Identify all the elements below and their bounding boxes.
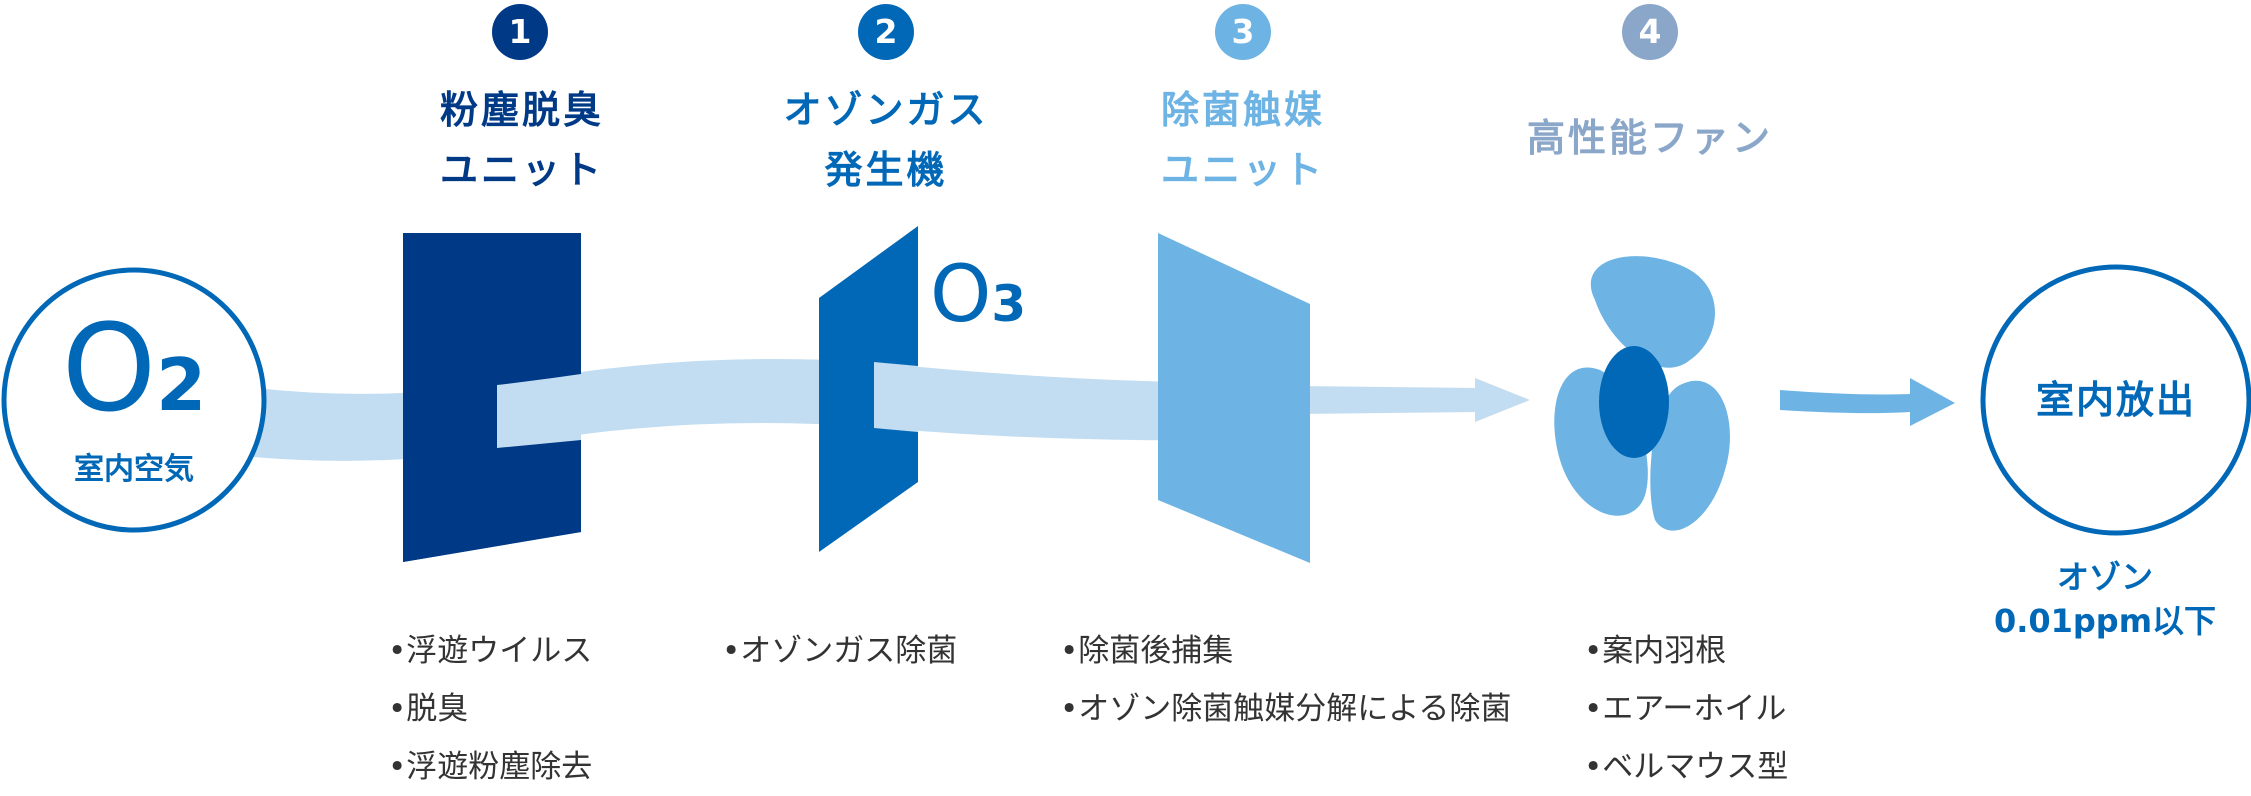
list-item: •案内羽根 bbox=[1584, 633, 1727, 669]
ozone-formula-subscript: 3 bbox=[991, 275, 1027, 333]
list-item: •オゾン除菌触媒分解による除菌 bbox=[1060, 691, 1512, 727]
list-item: •エアーホイル bbox=[1584, 691, 1787, 727]
list-item: •脱臭 bbox=[388, 691, 469, 727]
input-circle bbox=[1, 267, 267, 533]
input-formula-symbol: O bbox=[61, 300, 157, 439]
fan-icon bbox=[1554, 256, 1730, 531]
list-item: •オゾンガス除菌 bbox=[722, 633, 958, 669]
output-circle bbox=[1980, 264, 2251, 536]
step-2-features: •オゾンガス除菌 bbox=[722, 622, 957, 680]
output-note-line1: オゾン bbox=[2056, 558, 2153, 596]
step-1-title-line1: 粉塵脱臭 bbox=[439, 88, 604, 132]
step-3-title-line1: 除菌触媒 bbox=[1160, 88, 1325, 132]
step-2-title-line1: オゾンガス bbox=[783, 88, 989, 132]
step-3-features: •除菌後捕集 •オゾン除菌触媒分解による除菌 bbox=[1060, 622, 1511, 738]
panel-ozone-generator bbox=[819, 226, 918, 552]
step-3-number: 3 bbox=[1215, 4, 1271, 60]
air-stream-segment bbox=[495, 359, 870, 448]
air-stream-arrow bbox=[1475, 378, 1530, 422]
input-label: 室内空気 bbox=[74, 452, 194, 487]
step-4-title-line1: 高性能ファン bbox=[1526, 116, 1773, 160]
list-item: •ベルマウス型 bbox=[1584, 749, 1789, 785]
step-2-title-line2: 発生機 bbox=[824, 148, 948, 192]
step-4-features: •案内羽根 •エアーホイル •ベルマウス型 bbox=[1584, 622, 1788, 796]
step-1-title-line2: ユニット bbox=[439, 148, 604, 192]
outlet-arrow bbox=[1780, 378, 1955, 426]
air-stream-through-panel-1 bbox=[497, 374, 581, 448]
air-stream-through-panel-2 bbox=[874, 362, 918, 432]
step-2-title: オゾンガス 発生機 bbox=[746, 80, 1026, 200]
input-formula-subscript: 2 bbox=[156, 343, 207, 427]
input-oxygen-formula: O2 bbox=[4, 310, 264, 430]
air-stream-segment bbox=[870, 362, 1220, 441]
step-3-title: 除菌触媒 ユニット bbox=[1113, 80, 1373, 200]
step-4-title: 高性能ファン bbox=[1500, 108, 1800, 168]
air-stream-intake bbox=[230, 385, 420, 461]
step-1-features: •浮遊ウイルス •脱臭 •浮遊粉塵除去 bbox=[388, 622, 592, 796]
panel-catalyst-unit bbox=[1158, 233, 1310, 563]
step-4-number: 4 bbox=[1622, 4, 1678, 60]
list-item: •浮遊ウイルス bbox=[388, 633, 593, 669]
output-ozone-note: オゾン 0.01ppm以下 bbox=[1960, 555, 2250, 643]
ozone-formula: O3 bbox=[930, 255, 1050, 335]
step-2-number: 2 bbox=[858, 4, 914, 60]
list-item: •浮遊粉塵除去 bbox=[388, 749, 593, 785]
step-3-title-line2: ユニット bbox=[1160, 148, 1325, 192]
step-1-number: 1 bbox=[492, 4, 548, 60]
output-label: 室内放出 bbox=[2035, 378, 2196, 422]
panel-dust-deodorizer-face bbox=[403, 233, 581, 562]
list-item: •除菌後捕集 bbox=[1060, 633, 1234, 669]
air-stream-segment bbox=[1300, 386, 1480, 414]
output-note-line2: 0.01ppm以下 bbox=[1993, 602, 2217, 640]
ozone-formula-symbol: O bbox=[930, 250, 992, 340]
step-1-title: 粉塵脱臭 ユニット bbox=[392, 80, 652, 200]
